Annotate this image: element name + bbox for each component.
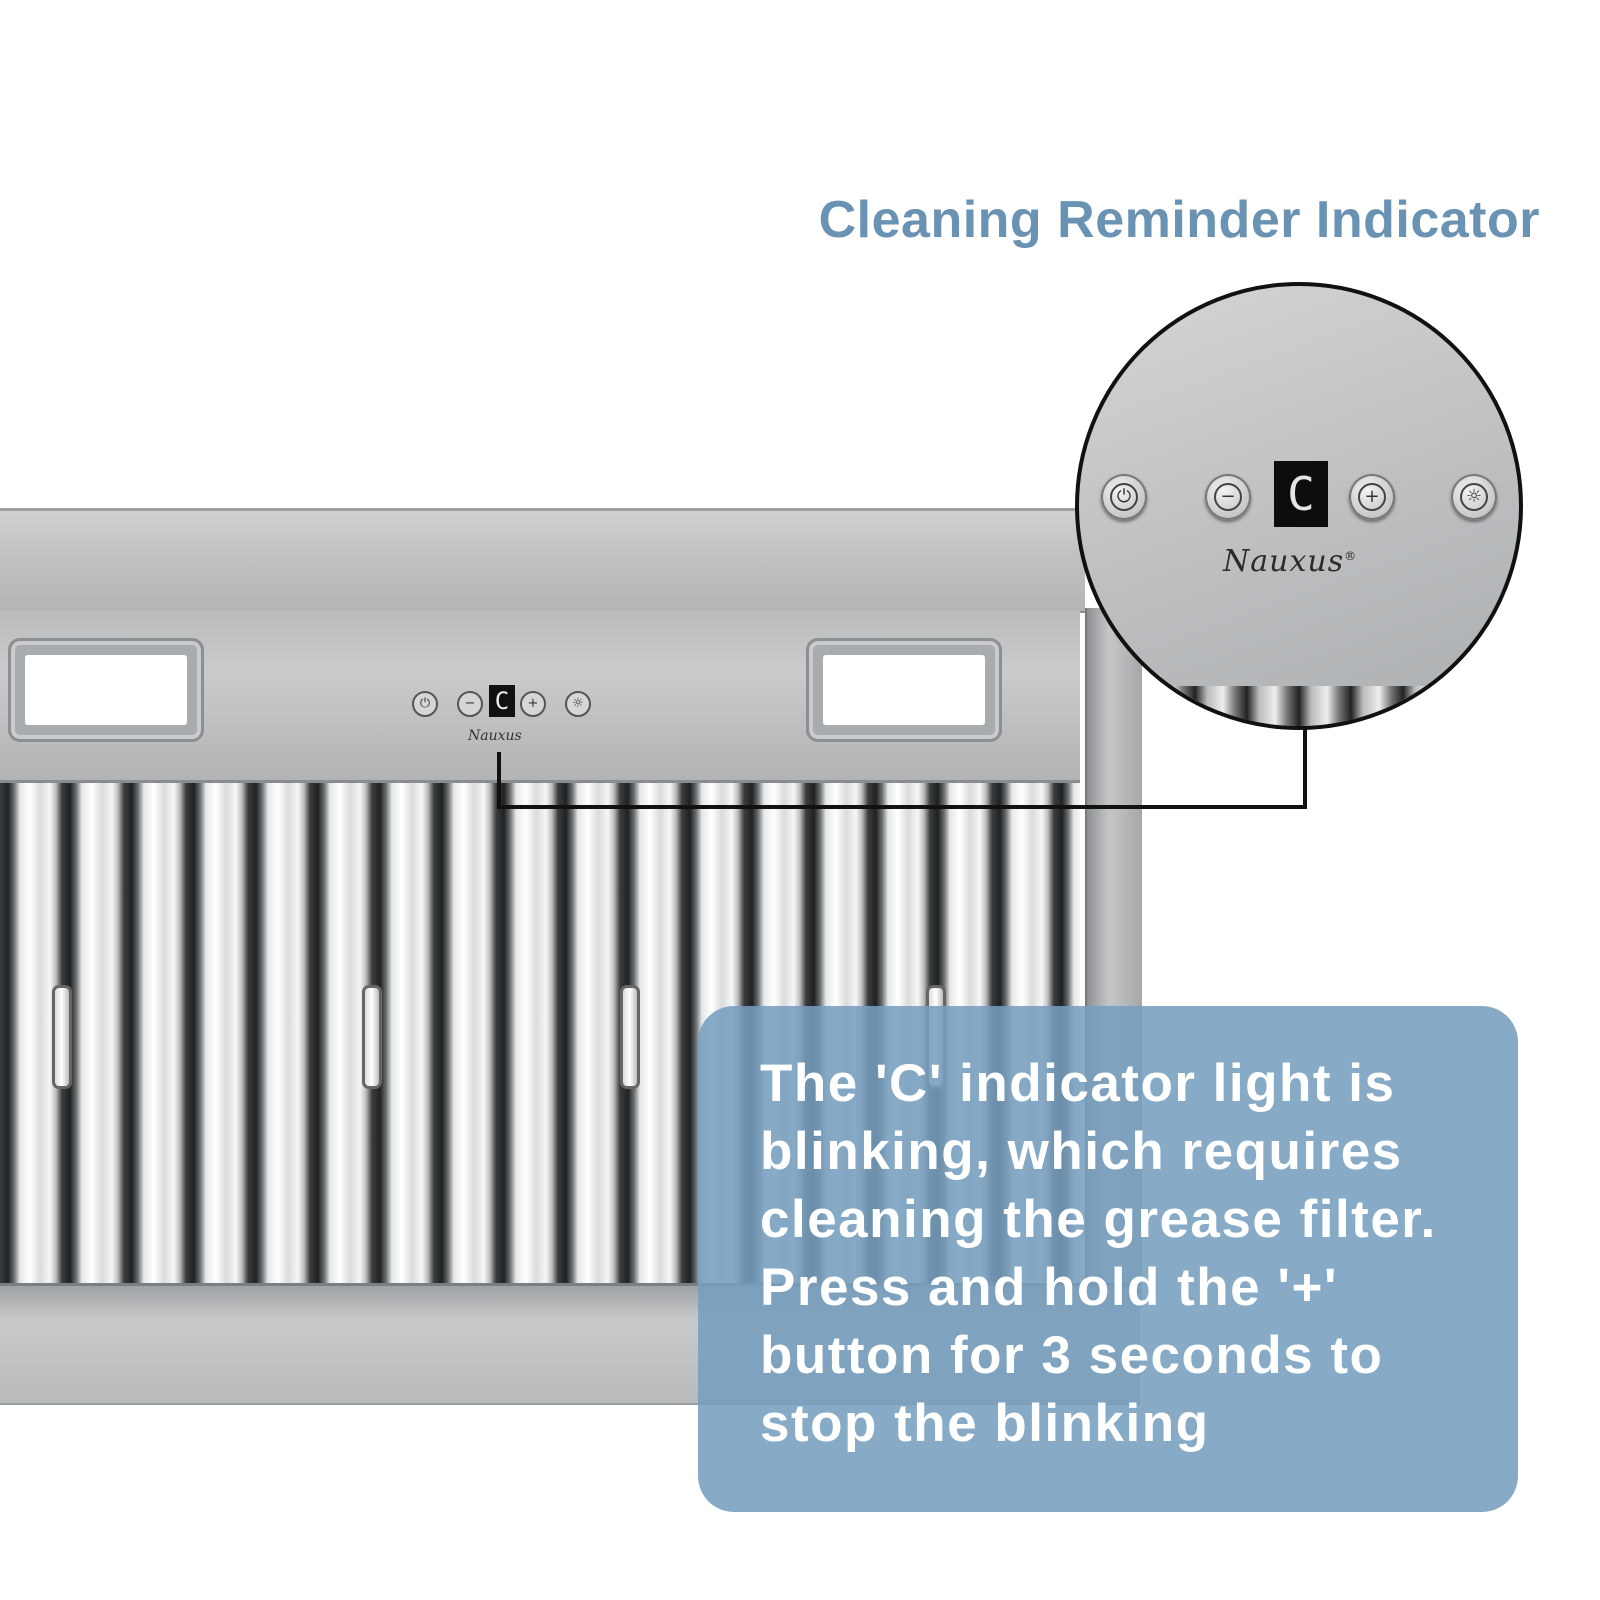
zoom-circle: ⏻ − C + ☼ Nauxus®: [1075, 282, 1523, 730]
hood-light-right: [806, 638, 1002, 742]
info-text: The 'C' indicator light is blinking, whi…: [760, 1054, 1437, 1453]
zoom-baffle-strip: [1079, 686, 1519, 726]
small-power-icon: ⏻: [412, 691, 438, 717]
power-button: ⏻: [1101, 474, 1147, 520]
registered-mark: ®: [1344, 549, 1358, 563]
minus-icon: −: [1214, 483, 1242, 511]
indicator-display: C: [1274, 461, 1328, 527]
plus-button: +: [1349, 474, 1395, 520]
hood-light-left: [8, 638, 204, 742]
info-box: The 'C' indicator light is blinking, whi…: [698, 1006, 1518, 1512]
filter-handle: [362, 985, 382, 1089]
small-display: C: [489, 685, 515, 717]
small-plus-icon: +: [520, 691, 546, 717]
small-brand-logo: Nauxus: [468, 728, 522, 744]
page-title: Cleaning Reminder Indicator: [818, 191, 1540, 249]
small-light-icon: ☼: [565, 691, 591, 717]
brand-logo: Nauxus®: [1223, 544, 1357, 579]
brand-name: Nauxus: [1223, 544, 1345, 579]
small-minus-icon: −: [457, 691, 483, 717]
hood-top-frame: [0, 508, 1085, 613]
light-icon: ☼: [1460, 483, 1488, 511]
plus-icon: +: [1358, 483, 1386, 511]
minus-button: −: [1205, 474, 1251, 520]
filter-handle: [620, 985, 640, 1089]
light-button: ☼: [1451, 474, 1497, 520]
filter-handle: [52, 985, 72, 1089]
power-icon: ⏻: [1110, 483, 1138, 511]
